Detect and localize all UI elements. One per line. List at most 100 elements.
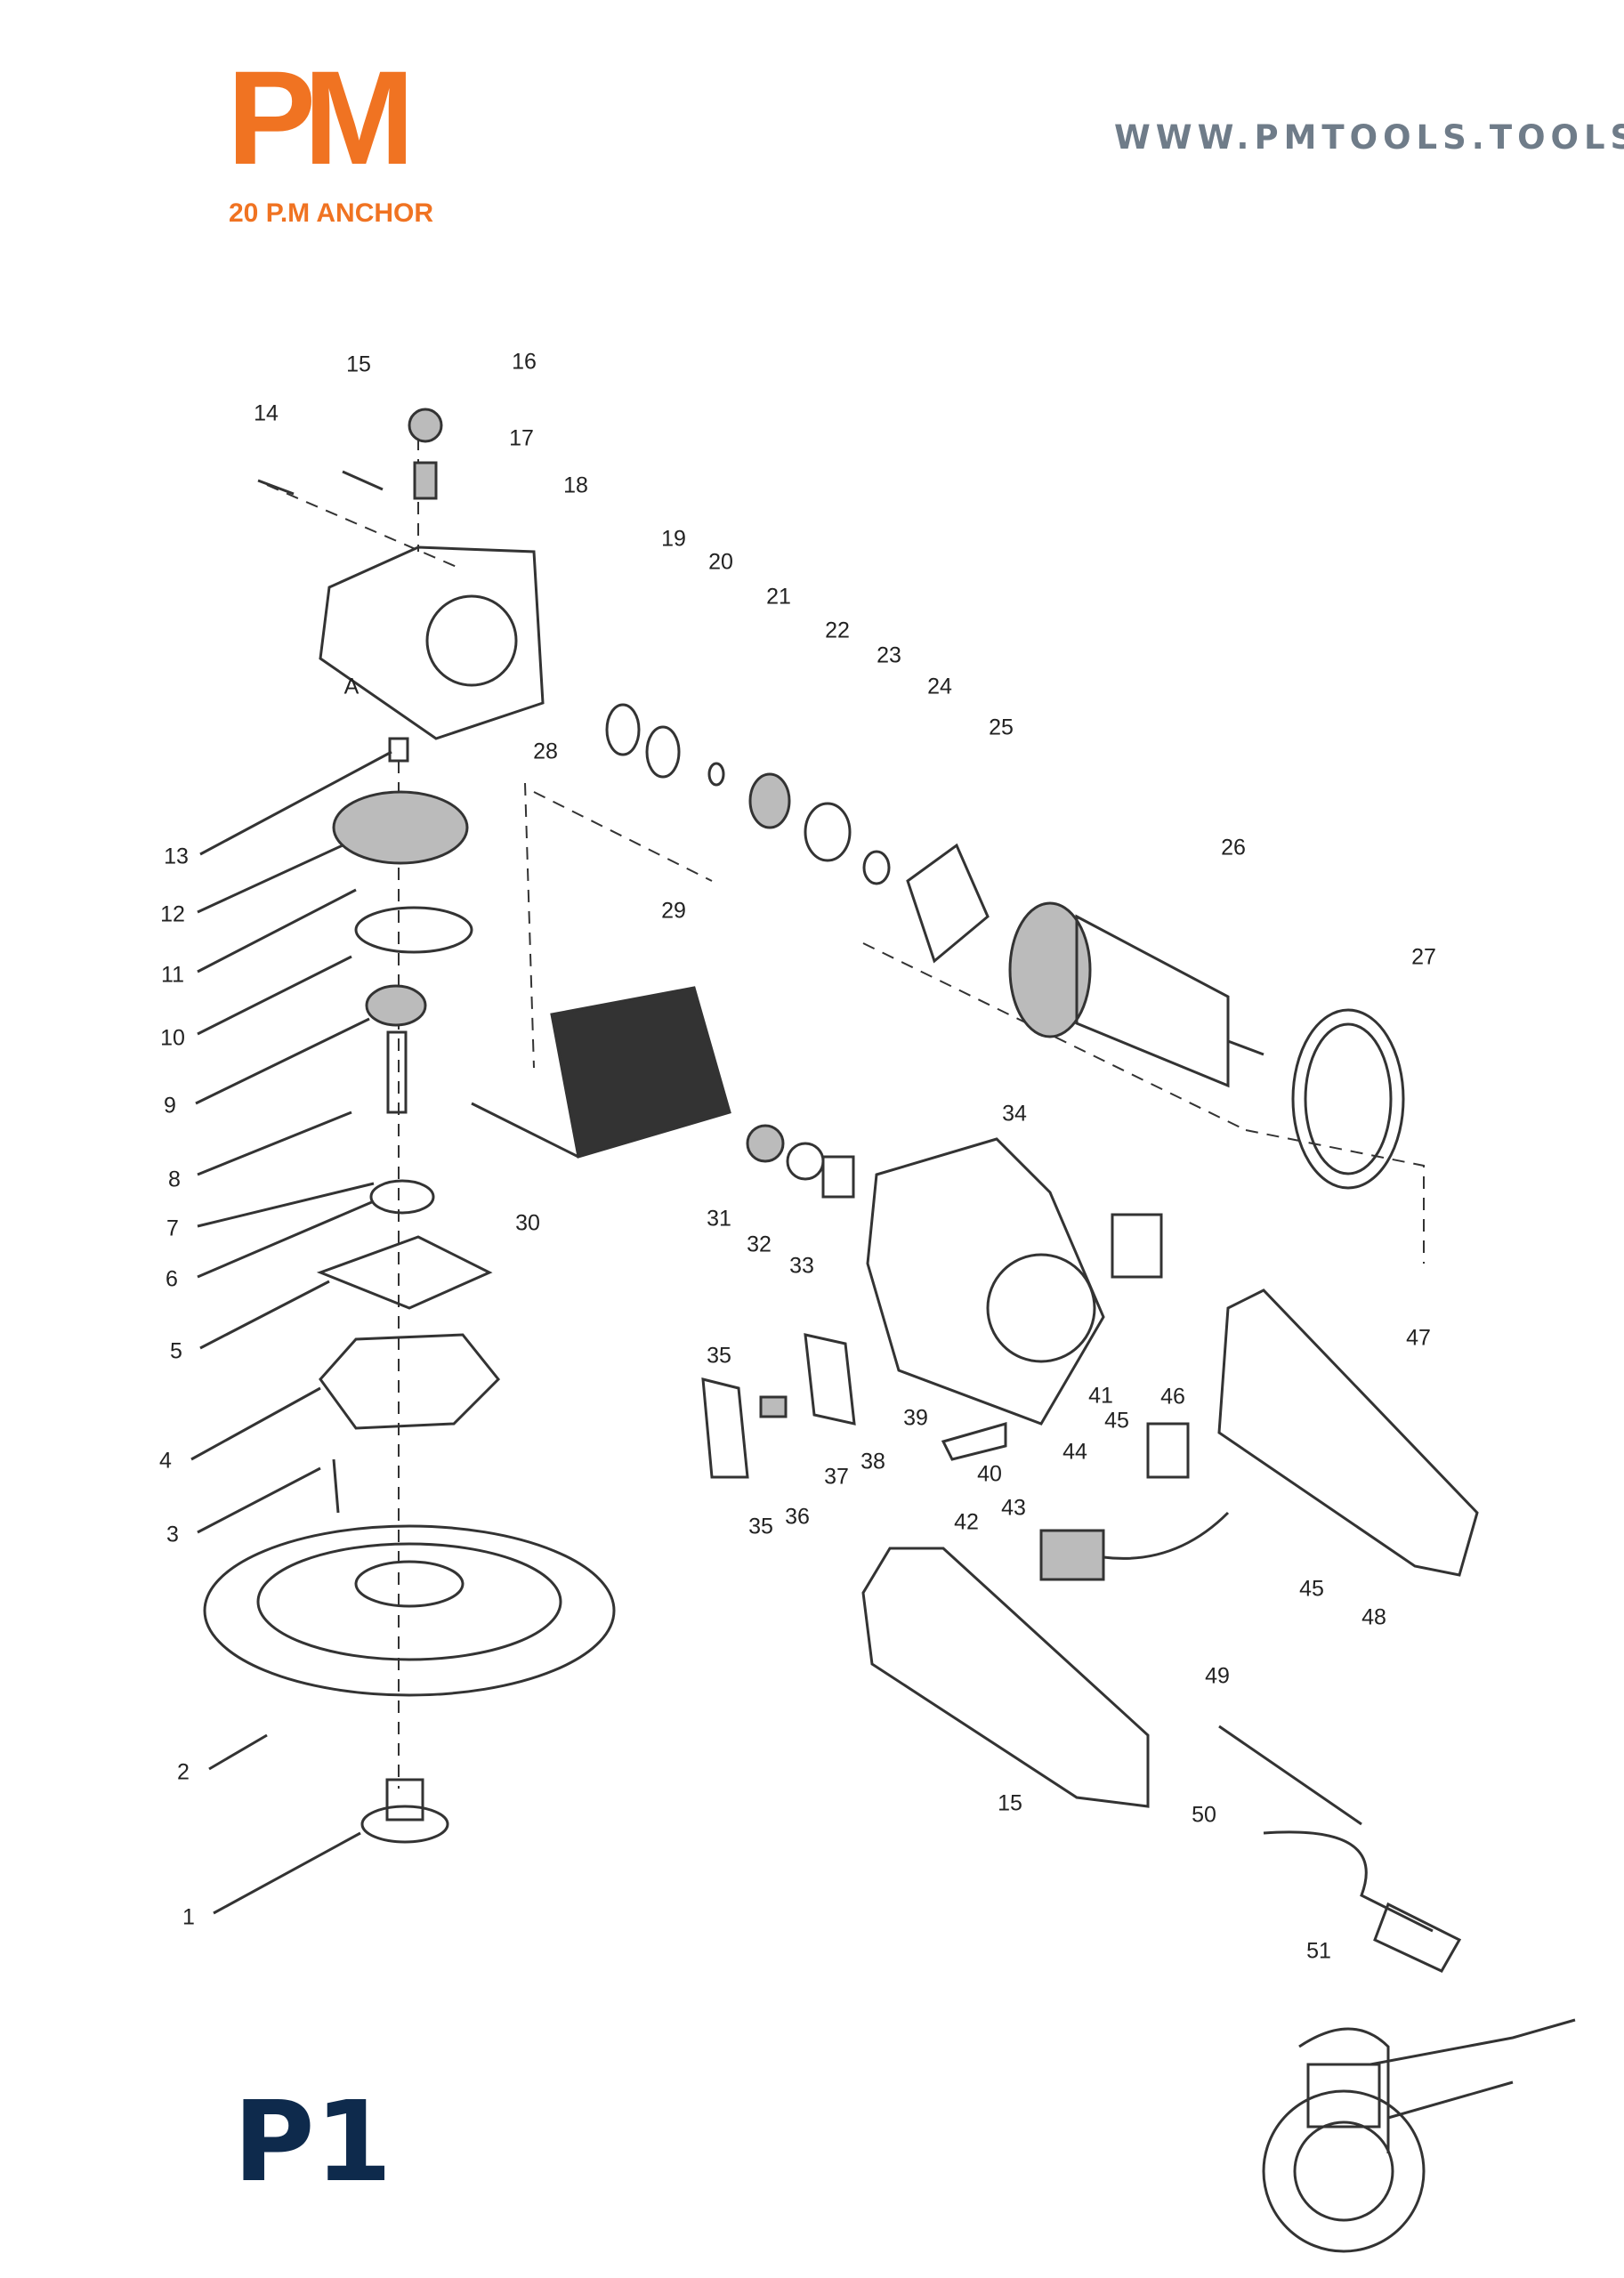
spring-17 [413,461,438,500]
washer-24 [862,850,891,885]
ring-27-inner [1304,1022,1393,1175]
callout-15: 15 [346,351,371,377]
bearing-22 [748,772,791,829]
gear-housing [319,545,545,740]
backing-nut-1-hub [385,1778,424,1822]
pad-2 [203,1524,616,1697]
bearing-32 [786,1142,825,1181]
callout-44: 44 [1062,1439,1087,1465]
callout-41: 41 [1088,1383,1113,1409]
polisher-thumbnail [1262,2018,1576,2253]
callout-51: 51 [1306,1938,1331,1964]
callout-47: 47 [1406,1325,1431,1351]
callout-2: 2 [177,1759,190,1785]
callout-17: 17 [509,425,534,451]
callout-37: 37 [824,1464,849,1490]
callout-40: 40 [977,1461,1002,1487]
callout-5: 5 [170,1338,182,1364]
pad-2-inner [256,1542,562,1661]
brush-cover-36 [701,1377,749,1479]
part-31 [746,1124,785,1163]
part-40 [941,1422,1007,1461]
motor-housing-34 [866,1137,1105,1426]
plug-51 [1373,1902,1462,1973]
ring-20 [645,725,681,779]
pm-anchor-logo: PM 20 P.M ANCHOR [227,51,433,231]
gear-housing-bore [425,594,518,687]
callout-36: 36 [785,1504,810,1530]
screw-3 [332,1458,340,1514]
callout-A: A [343,674,360,699]
callout-16: 16 [512,349,537,375]
gear-12 [332,790,469,865]
callout-34: 34 [1002,1101,1027,1127]
ring-23 [804,802,852,862]
callout-43: 43 [1001,1495,1026,1521]
callout-39: 39 [903,1405,928,1431]
callout-11: 11 [161,962,184,988]
callout-50: 50 [1192,1802,1216,1828]
armature-fan [1008,901,1092,1038]
ring-27 [1291,1008,1405,1190]
wires [1103,1511,1230,1560]
callout-9: 9 [164,1093,176,1119]
callout-8: 8 [168,1167,181,1192]
callout-23: 23 [877,642,901,668]
part-16 [408,408,443,443]
callout-4: 4 [159,1448,172,1474]
flange-4 [319,1333,501,1430]
callout-19: 19 [661,526,686,552]
callout-14: 14 [254,400,279,426]
callout-48: 48 [1361,1604,1386,1630]
brush-holder-38 [804,1333,856,1426]
callout-10: 10 [160,1025,185,1051]
callout-35: 35 [707,1343,731,1369]
leader-lines [190,750,392,1915]
callout-25: 25 [989,715,1014,740]
washer-7 [369,1179,435,1215]
callout-20: 20 [708,549,733,575]
thumbnail-pad-inner [1293,2120,1394,2222]
rear-housing-42 [861,1547,1150,1808]
callout-38: 38 [860,1449,885,1474]
spindle-9 [386,1030,408,1114]
cable-50 [1218,1725,1434,1933]
callout-1: 1 [182,1904,195,1930]
switch-44 [1039,1529,1105,1581]
callout-28: 28 [533,739,558,764]
part-33 [821,1155,855,1199]
clip-21 [707,762,725,787]
screw-15 [342,470,384,491]
callout-45: 45 [1104,1408,1129,1434]
callout-21: 21 [766,584,791,610]
thumbnail-pad [1262,2089,1426,2253]
screw-14 [257,479,295,496]
callout-13: 13 [164,844,189,869]
armature-26 [1075,914,1264,1088]
backing-nut-1 [360,1805,449,1844]
callout-45-lower: 45 [1299,1576,1324,1602]
website-url[interactable]: WWW.PMTOOLS.TOOLS [1114,118,1624,157]
callout-27: 27 [1411,944,1436,970]
brush-37 [759,1395,788,1418]
callout-24: 24 [927,674,952,699]
housing-vent [986,1253,1096,1363]
logo-mark: PM [227,43,415,192]
logo-subtitle: 20 P.M ANCHOR [229,198,434,228]
page-label: P1 [233,2078,392,2207]
callout-31: 31 [707,1206,731,1232]
callout-26: 26 [1221,835,1246,860]
bearing-plate-25 [906,843,990,964]
stator-29 [550,986,731,1159]
callout-33: 33 [789,1253,814,1279]
callout-32: 32 [747,1232,772,1257]
callout-30: 30 [515,1210,540,1236]
gasket-11 [354,906,473,954]
callout-12: 12 [160,901,185,927]
callout-42: 42 [954,1509,979,1535]
screw-30 [471,1102,579,1159]
callout-7: 7 [166,1216,179,1241]
callout-49: 49 [1205,1663,1230,1689]
